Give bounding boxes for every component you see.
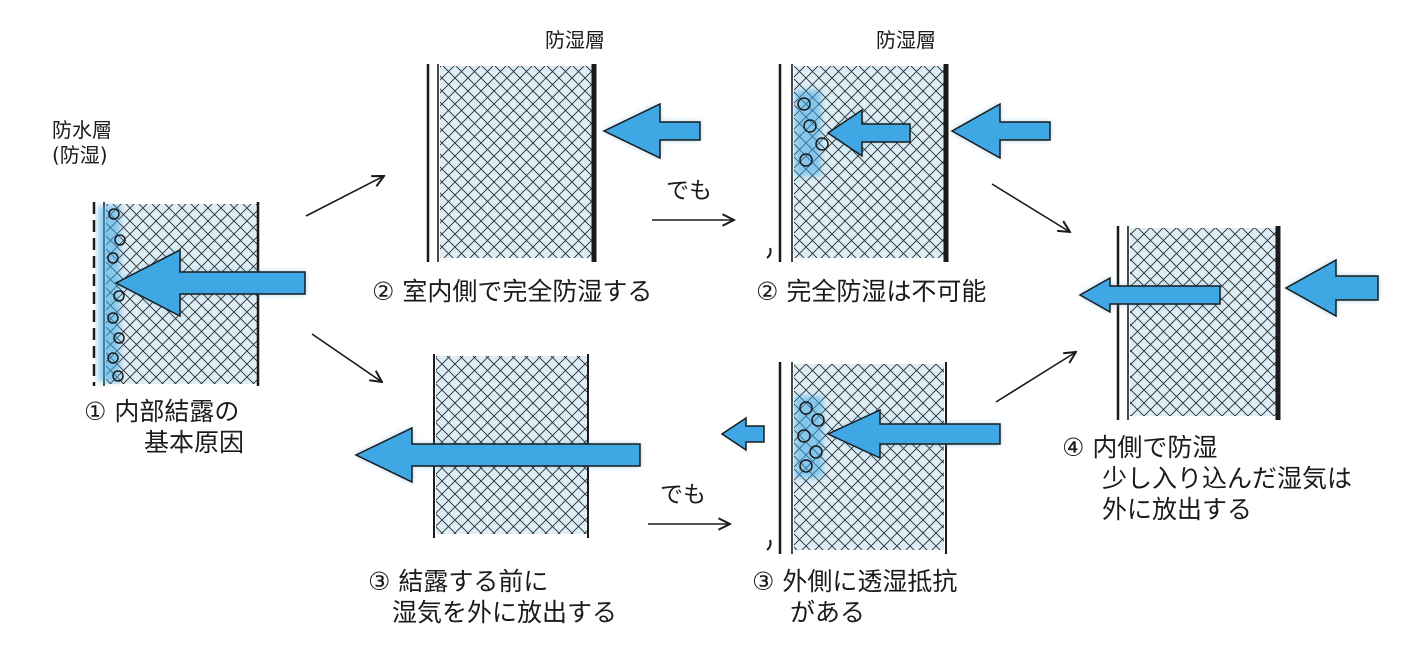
moisture-barrier-label-b: 防湿層 [876,28,936,52]
panel-4-wall [1078,226,1379,420]
step3b-caption: ③ 外側に透湿抵抗 がある [752,567,958,627]
flow-arrows [305,176,1076,524]
moisture-arrow-2b-outer [950,102,1051,160]
moisture-arrow-3b-out [720,416,765,452]
step2a-caption: ② 室内側で完全防湿する [372,277,653,306]
step3a-caption: ③ 結露する前に 湿気を外に放出する [368,567,618,627]
flow-arrow-1-to-2a [305,176,384,217]
flow-arrow-3b-to-4 [995,352,1076,403]
waterproof-layer-label: 防水層 (防湿) [52,118,112,167]
step4-caption: ④ 内側で防湿 少し入り込んだ湿気は 外に放出する [1062,433,1353,524]
panel-3a-wall [354,354,641,538]
step2b-caption: ② 完全防湿は不可能 [756,277,987,306]
moisture-arrow-2a [602,102,701,160]
moisture-arrow-3b-inner [826,408,1001,460]
moisture-arrow-4-outer [1284,258,1379,318]
moisture-arrow-1 [114,248,306,318]
step1-caption: ① 内部結露の 基本原因 [84,397,245,457]
moisture-arrow-3a [354,426,641,484]
flow-arrow-2b-to-4 [991,183,1070,232]
demo-bottom-label: でも [660,482,706,508]
panel-2a-wall [426,64,701,262]
flow-arrow-1-to-3a [311,333,382,382]
moisture-barrier-label-a: 防湿層 [545,28,605,52]
moisture-arrow-2b-inner [826,108,911,158]
demo-top-label: でも [666,178,712,204]
panel-1-wall [92,202,306,386]
panel-3b-wall [720,362,1001,554]
condensation-droplets [107,208,126,382]
panel-2b-wall [766,64,1051,262]
moisture-arrow-4-inner [1078,276,1221,314]
